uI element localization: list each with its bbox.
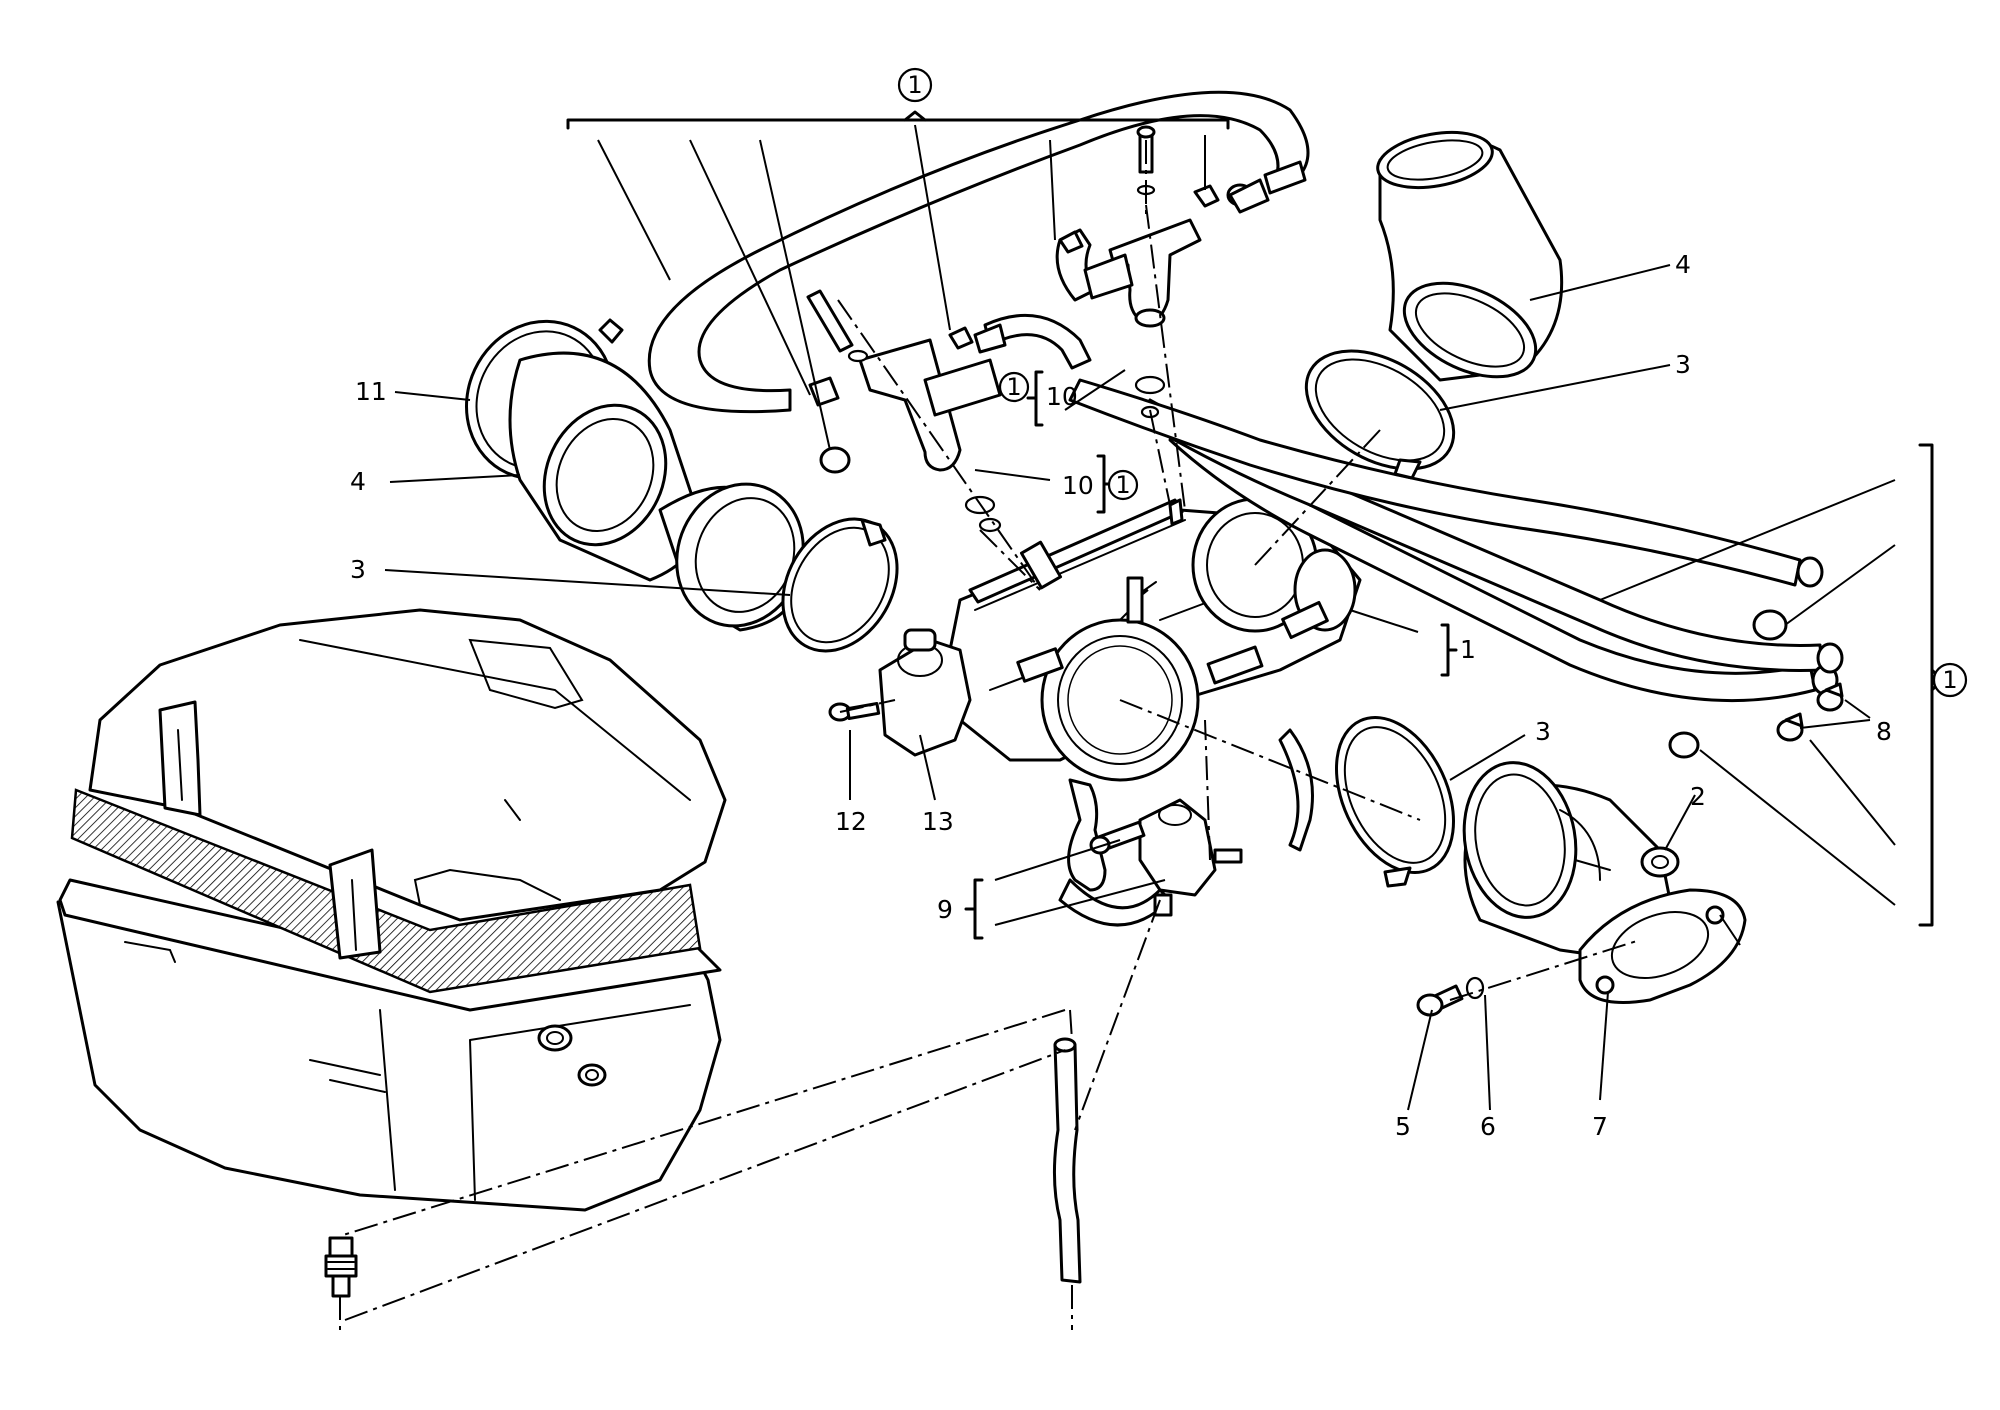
injector-upper [1058,125,1307,419]
callout-labels: 1 1 1 10 10 1 1 11 4 3 4 3 3 2 8 5 6 7 1… [350,67,1968,1141]
callout-6: 6 [1480,1112,1496,1141]
grommet-2 [1640,846,1680,878]
right-intake-duct [1376,130,1564,382]
airbox-drain-fitting [324,1236,358,1298]
airbox-upper-cover [88,608,727,922]
flange-7 [1578,888,1747,1004]
leader-lines [384,110,1944,1111]
screw-5 [1416,984,1464,1017]
callout-1-right: 1 [1942,666,1957,694]
hose-clamp-left [781,517,899,653]
callout-7: 7 [1592,1112,1608,1141]
idle-valve-9 [1089,798,1243,917]
callout-10-lower: 10 [1062,471,1094,500]
left-intake-duct [465,318,805,632]
lower-right-duct [1462,761,1747,1004]
callout-9: 9 [937,895,953,924]
callout-1-injector-upper: 1 [1006,373,1021,401]
callout-4-right: 4 [1675,250,1691,279]
callout-11: 11 [355,377,387,406]
hose-clamp-upper-right [1304,349,1456,480]
callout-12: 12 [835,807,867,836]
assembly-lines [339,140,1641,1330]
washer-6 [1465,976,1485,1000]
callout-3-upper-right: 3 [1675,350,1691,379]
throttle-position-sensor [878,638,972,757]
callout-1-injector-lower: 1 [1115,471,1130,499]
callout-1-top: 1 [907,71,922,99]
callout-3-left: 3 [350,555,366,584]
vacuum-hoses [647,90,1844,1284]
callout-4-left: 4 [350,467,366,496]
callout-1-throttle: 1 [1460,635,1476,664]
airbox-gasket-rim [58,878,722,1012]
screw-12 [828,701,881,722]
airbox-assembly [56,608,727,1298]
callout-10-upper: 10 [1046,382,1078,411]
callout-13: 13 [922,807,954,836]
air-filter-element [70,788,702,994]
injector-lower [806,289,1007,533]
callout-8: 8 [1876,717,1892,746]
hose-clamp-lower-right [1335,716,1455,888]
callout-2: 2 [1690,782,1706,811]
callout-5: 5 [1395,1112,1411,1141]
clamps-8 [1776,682,1844,742]
drain-hose [1052,1043,1082,1284]
callout-3-lower-right: 3 [1535,717,1551,746]
